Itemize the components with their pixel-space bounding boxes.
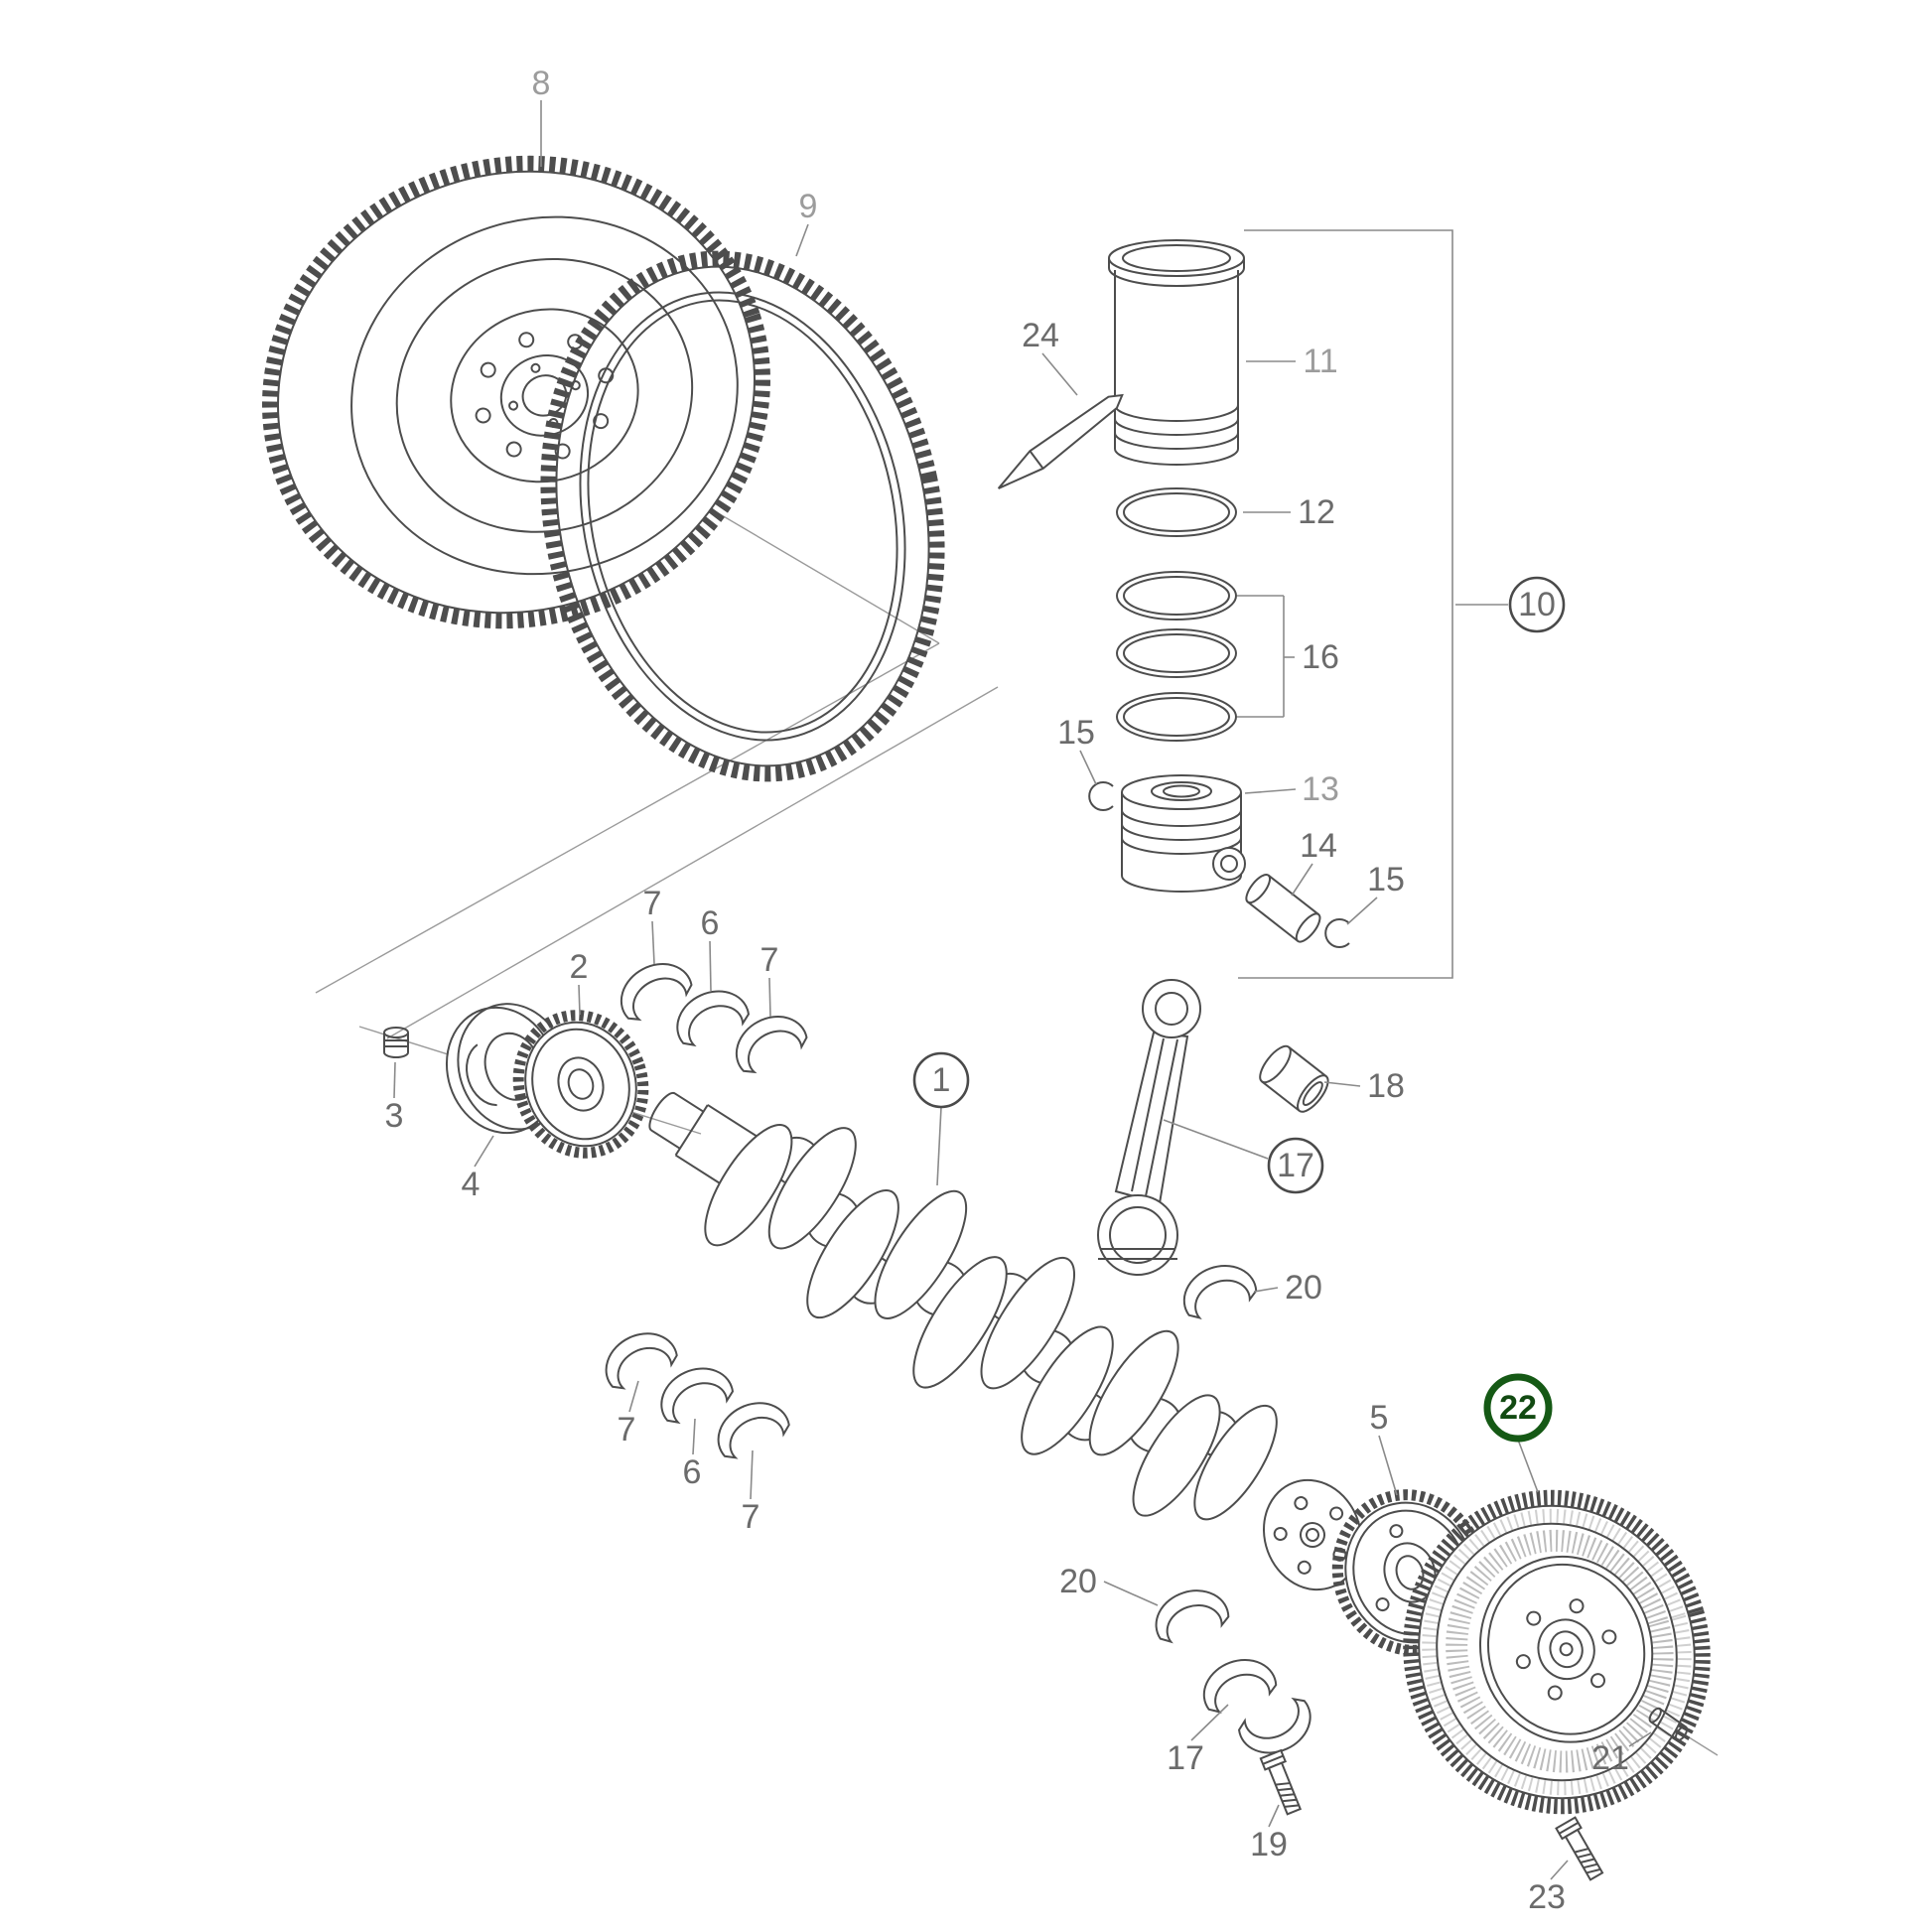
callout-10[interactable]: 10 [1508, 576, 1566, 633]
callout-7-lower-right[interactable]: 7 [742, 1498, 760, 1536]
part-16-bracket [1237, 595, 1285, 718]
callout-7-upper-left[interactable]: 7 [643, 885, 662, 922]
part-1-crankshaft [648, 1091, 1278, 1521]
callout-17-bearing-label: 17 [1167, 1739, 1204, 1777]
part-23-bolt [1555, 1816, 1604, 1881]
part-18-bushing [1259, 1044, 1329, 1113]
callout-3[interactable]: 3 [385, 1097, 404, 1135]
bearing-shell-lower-2 [650, 1356, 738, 1428]
callout-9[interactable]: 9 [799, 188, 818, 225]
leader-lines [393, 100, 1652, 1880]
part-24-marking-tool [997, 393, 1124, 489]
part-21-dowel-pin [1648, 1707, 1689, 1741]
callout-22-highlighted[interactable]: 22 [1483, 1373, 1553, 1443]
callout-17-rod-label: 17 [1277, 1147, 1314, 1184]
callout-5-label: 5 [1370, 1399, 1389, 1437]
callout-17-circle [1267, 1137, 1324, 1194]
callout-8[interactable]: 8 [532, 65, 551, 102]
part-10-group-bracket [1238, 229, 1453, 979]
part-19-bolt [1259, 1748, 1303, 1816]
callout-5[interactable]: 5 [1370, 1399, 1389, 1437]
callout-24-label: 24 [1022, 317, 1059, 354]
callout-19[interactable]: 19 [1250, 1826, 1288, 1863]
bearing-shell-upper-3 [724, 1003, 812, 1078]
callout-15-right-label: 15 [1367, 861, 1405, 898]
callout-7-upper-right[interactable]: 7 [760, 941, 779, 979]
callout-16-label: 16 [1302, 638, 1339, 676]
callout-24[interactable]: 24 [1022, 317, 1059, 354]
callout-18-label: 18 [1367, 1067, 1405, 1105]
callout-15-left[interactable]: 15 [1057, 714, 1095, 752]
part-11-cylinder-liner [1108, 239, 1245, 466]
part-3-plug [383, 1027, 409, 1058]
callout-6-upper[interactable]: 6 [701, 904, 720, 942]
callout-13[interactable]: 13 [1302, 770, 1339, 808]
bearing-shell-upper-2 [666, 979, 754, 1050]
callout-13-label: 13 [1302, 770, 1339, 808]
callout-10-circle [1508, 576, 1566, 633]
callout-18[interactable]: 18 [1367, 1067, 1405, 1105]
part-15-snap-ring-right [1324, 918, 1350, 948]
callout-16[interactable]: 16 [1302, 638, 1339, 676]
part-13-piston [1121, 774, 1246, 893]
part-12-o-ring [1116, 487, 1237, 537]
callout-7-lower-left[interactable]: 7 [618, 1411, 636, 1449]
callout-10-label: 10 [1518, 586, 1556, 623]
callout-2-label: 2 [570, 948, 589, 986]
callout-6-lower-label: 6 [683, 1453, 702, 1491]
callout-11-label: 11 [1303, 343, 1337, 380]
callout-6-lower[interactable]: 6 [683, 1453, 702, 1491]
bearing-shell-lower-3 [706, 1390, 794, 1463]
callout-1-label: 1 [932, 1061, 951, 1099]
part-15-snap-ring-left [1088, 781, 1114, 811]
callout-23[interactable]: 23 [1528, 1878, 1566, 1916]
callout-17-rod[interactable]: 17 [1267, 1137, 1324, 1194]
callout-20-lower-label: 20 [1059, 1563, 1097, 1600]
part-22-vibration-damper [1403, 1489, 1711, 1815]
callout-14[interactable]: 14 [1300, 827, 1337, 865]
callout-21[interactable]: 21 [1591, 1739, 1629, 1777]
callout-4-label: 4 [462, 1166, 481, 1203]
part-9-ring-gear [540, 250, 945, 782]
callout-21-label: 21 [1591, 1739, 1629, 1777]
callout-1[interactable]: 1 [912, 1051, 970, 1109]
callout-12-label: 12 [1298, 493, 1335, 531]
callout-7-upper-left-label: 7 [643, 885, 662, 922]
callout-1-circle [912, 1051, 970, 1109]
callout-9-label: 9 [799, 188, 818, 225]
callout-11[interactable]: 11 [1303, 343, 1337, 380]
callout-17-bearing[interactable]: 17 [1167, 1739, 1204, 1777]
callout-15-left-label: 15 [1057, 714, 1095, 752]
callout-4[interactable]: 4 [462, 1166, 481, 1203]
callout-15-right[interactable]: 15 [1367, 861, 1405, 898]
callout-7-lower-right-label: 7 [742, 1498, 760, 1536]
callout-20-upper[interactable]: 20 [1285, 1269, 1322, 1307]
callout-6-upper-label: 6 [701, 904, 720, 942]
part-8-flywheel [262, 155, 770, 629]
part-17-rod-bearing-shell-1 [1194, 1649, 1281, 1717]
callout-20-upper-label: 20 [1285, 1269, 1322, 1307]
callout-20-lower[interactable]: 20 [1059, 1563, 1097, 1600]
part-16-piston-rings [1116, 571, 1237, 742]
part-20-thrust-washer-upper [1174, 1255, 1261, 1322]
callout-7-upper-right-label: 7 [760, 941, 779, 979]
part-17-connecting-rod [1097, 979, 1201, 1276]
callout-23-label: 23 [1528, 1878, 1566, 1916]
part-14-piston-pin [1245, 873, 1321, 943]
callout-12[interactable]: 12 [1298, 493, 1335, 531]
callout-22-highlight-circle [1483, 1373, 1553, 1443]
callout-19-label: 19 [1250, 1826, 1288, 1863]
part-20-thrust-washer-lower [1147, 1580, 1233, 1646]
callout-14-label: 14 [1300, 827, 1337, 865]
callout-2[interactable]: 2 [570, 948, 589, 986]
callout-3-label: 3 [385, 1097, 404, 1135]
callout-22-label: 22 [1499, 1389, 1537, 1427]
callout-8-label: 8 [532, 65, 551, 102]
callout-7-lower-left-label: 7 [618, 1411, 636, 1449]
